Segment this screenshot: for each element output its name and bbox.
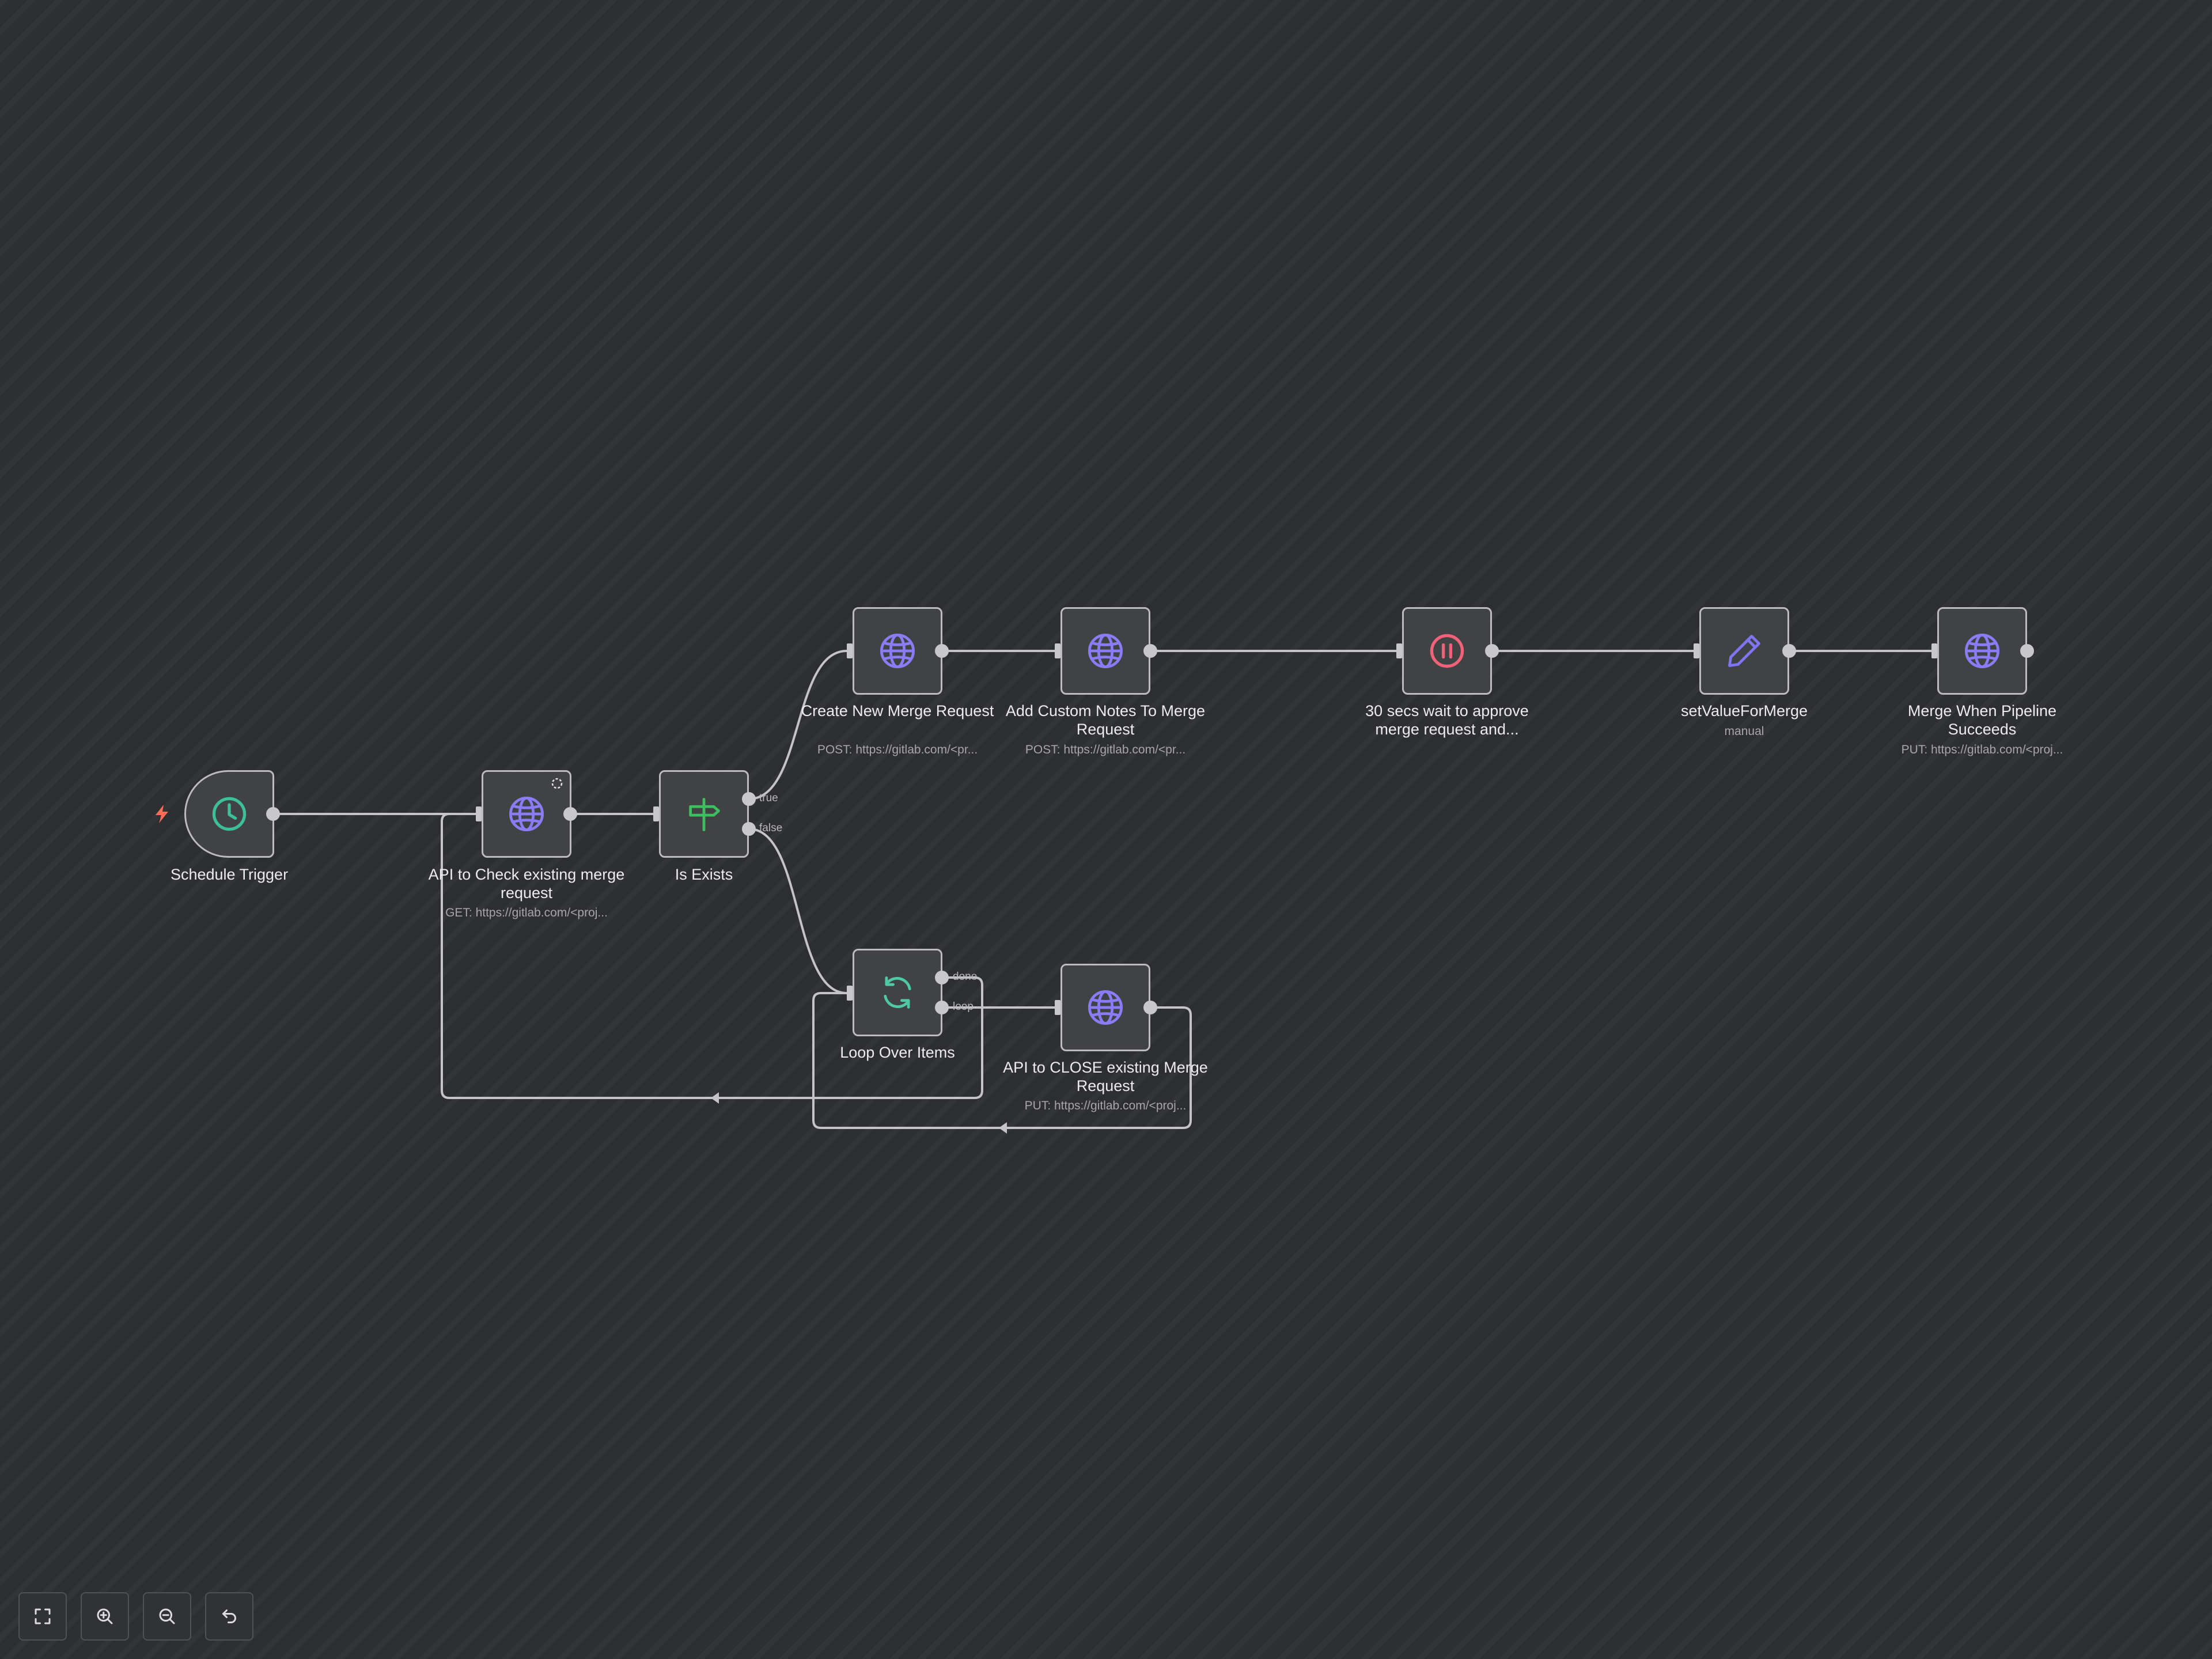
- node-subtitle-merge-when-pipeline-succeeds: PUT: https://gitlab.com/<proj...: [1901, 743, 2063, 756]
- node-label-api-check: API to Check existing merge request: [428, 866, 625, 902]
- node-add-custom-notes[interactable]: [1060, 607, 1150, 695]
- undo-button[interactable]: [205, 1592, 253, 1641]
- node-label-api-close: API to CLOSE existing Merge Request: [1003, 1059, 1208, 1094]
- node-subtitle-api-close: PUT: https://gitlab.com/<proj...: [1024, 1099, 1187, 1112]
- node-label-merge-when-pipeline-succeeds: Merge When Pipeline Succeeds: [1907, 702, 2057, 738]
- node-is-exists[interactable]: [659, 770, 749, 858]
- node-api-close[interactable]: [1060, 964, 1150, 1051]
- node-subtitle-api-check: GET: https://gitlab.com/<proj...: [445, 906, 608, 919]
- pencil-icon: [1728, 635, 1760, 667]
- port-label-done: done: [953, 971, 978, 983]
- node-label-add-custom-notes: Add Custom Notes To Merge Request: [1005, 702, 1206, 738]
- loop-icon: [884, 976, 911, 1009]
- port-label-true: true: [759, 792, 778, 804]
- input-port-api-check[interactable]: [476, 806, 482, 821]
- node-create-merge-request[interactable]: [853, 607, 942, 695]
- arrow-back-to-loop: [999, 1122, 1007, 1134]
- port-label-loop: loop: [953, 1001, 974, 1013]
- zoom-in-icon: [97, 1608, 113, 1624]
- output-port-api-close[interactable]: [1143, 1001, 1157, 1014]
- node-api-check[interactable]: [482, 770, 571, 858]
- node-label-schedule-trigger: Schedule Trigger: [170, 866, 289, 883]
- globe-icon: [880, 633, 915, 669]
- node-label-set-value-for-merge: setValueForMerge: [1680, 702, 1808, 719]
- output-port-done[interactable]: [935, 971, 949, 984]
- globe-icon: [509, 796, 544, 832]
- globe-icon: [1088, 990, 1123, 1025]
- clock-icon: [212, 797, 247, 831]
- output-port-api-check[interactable]: [563, 807, 577, 821]
- node-label-loop-over-items: Loop Over Items: [840, 1044, 955, 1061]
- output-port-false[interactable]: [742, 822, 756, 836]
- input-port-add-custom-notes[interactable]: [1055, 643, 1060, 658]
- output-port-schedule-trigger[interactable]: [266, 807, 280, 821]
- zoom-out-icon: [159, 1608, 175, 1624]
- output-port-loop[interactable]: [935, 1001, 949, 1014]
- input-port-api-close[interactable]: [1055, 1000, 1060, 1015]
- zoom-in-button[interactable]: [81, 1592, 129, 1641]
- trigger-bolt-icon: [156, 805, 168, 823]
- node-subtitle-set-value-for-merge: manual: [1724, 725, 1764, 738]
- fullscreen-icon: [35, 1608, 51, 1624]
- output-port-create-merge-request[interactable]: [935, 644, 949, 658]
- input-port-merge-when-pipeline-succeeds[interactable]: [1931, 643, 1937, 658]
- node-wait[interactable]: [1402, 607, 1492, 695]
- node-label-create-merge-request: Create New Merge Request: [801, 702, 994, 719]
- node-schedule-trigger[interactable]: [184, 770, 274, 858]
- zoom-out-button[interactable]: [143, 1592, 191, 1641]
- output-port-wait[interactable]: [1485, 644, 1499, 658]
- disabled-marker-icon: [551, 778, 563, 789]
- node-label-is-exists: Is Exists: [675, 866, 733, 883]
- node-subtitle-create-merge-request: POST: https://gitlab.com/<pr...: [817, 743, 978, 756]
- input-port-create-merge-request[interactable]: [847, 643, 853, 658]
- globe-icon: [1964, 633, 2000, 669]
- edge-false-to-loop: [748, 828, 847, 994]
- pause-icon: [1430, 634, 1464, 668]
- input-port-loop-over-items[interactable]: [847, 986, 853, 1001]
- node-label-wait: 30 secs wait to approve merge request an…: [1365, 702, 1529, 738]
- undo-icon: [222, 1609, 236, 1623]
- node-merge-when-pipeline-succeeds[interactable]: [1937, 607, 2027, 695]
- node-subtitle-add-custom-notes: POST: https://gitlab.com/<pr...: [1025, 743, 1186, 756]
- output-port-merge-when-pipeline-succeeds[interactable]: [2020, 644, 2034, 658]
- output-port-add-custom-notes[interactable]: [1143, 644, 1157, 658]
- input-port-wait[interactable]: [1396, 643, 1402, 658]
- signpost-icon: [689, 798, 720, 832]
- fit-view-button[interactable]: [18, 1592, 67, 1641]
- port-label-false: false: [759, 822, 783, 834]
- output-port-true[interactable]: [742, 792, 756, 806]
- input-port-set-value-for-merge[interactable]: [1694, 643, 1699, 658]
- edge-true-to-create-mr: [748, 650, 847, 800]
- node-set-value-for-merge[interactable]: [1699, 607, 1789, 695]
- globe-icon: [1088, 633, 1123, 669]
- node-loop-over-items[interactable]: [853, 949, 942, 1036]
- input-port-is-exists[interactable]: [653, 806, 659, 821]
- arrow-back-to-api-check: [711, 1092, 719, 1104]
- output-port-set-value-for-merge[interactable]: [1782, 644, 1796, 658]
